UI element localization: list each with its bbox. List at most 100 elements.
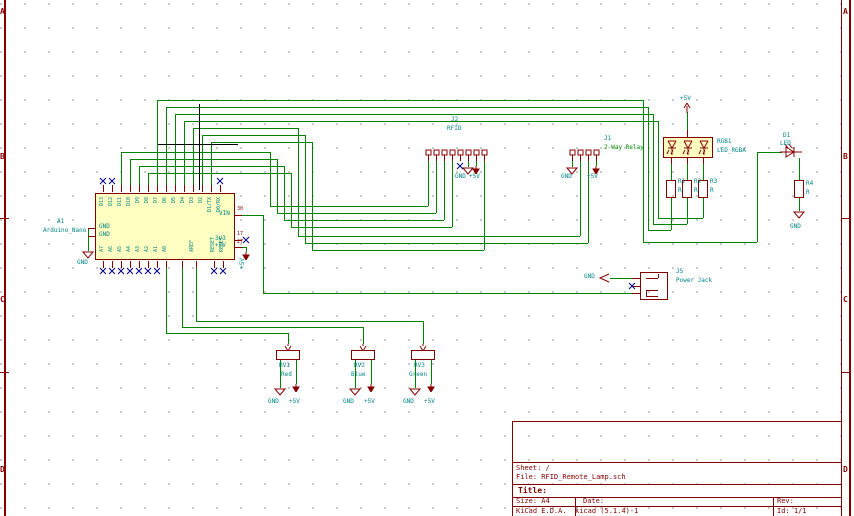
wire-segment[interactable] bbox=[305, 243, 588, 244]
j2-ref[interactable]: J2 bbox=[451, 116, 459, 123]
wire-segment[interactable] bbox=[305, 135, 306, 243]
wire-segment[interactable] bbox=[363, 327, 364, 344]
wire-segment[interactable] bbox=[572, 161, 573, 167]
component-pin[interactable] bbox=[148, 185, 149, 192]
component-pin[interactable] bbox=[88, 236, 95, 237]
pot-rv1-body[interactable] bbox=[276, 350, 300, 360]
wire-segment[interactable] bbox=[653, 224, 687, 225]
component-pin[interactable] bbox=[484, 155, 485, 161]
wire-segment[interactable] bbox=[671, 198, 672, 230]
wire-segment[interactable] bbox=[436, 161, 437, 213]
wire-segment[interactable] bbox=[196, 268, 197, 321]
wire-segment[interactable] bbox=[312, 250, 484, 251]
wire-segment[interactable] bbox=[799, 158, 800, 180]
wire-segment[interactable] bbox=[211, 142, 212, 188]
rv2-ref[interactable]: RV2 bbox=[354, 362, 365, 369]
power-label-5v[interactable]: +5V bbox=[469, 173, 480, 180]
wire-segment[interactable] bbox=[703, 198, 704, 218]
wire-segment[interactable] bbox=[148, 173, 291, 174]
component-pin[interactable] bbox=[121, 185, 122, 192]
power-label-5v[interactable]: +5V bbox=[239, 258, 246, 269]
wire-segment[interactable] bbox=[211, 142, 312, 143]
wire-segment[interactable] bbox=[415, 360, 416, 388]
component-pin[interactable] bbox=[444, 155, 445, 161]
power-label-gnd[interactable]: GND bbox=[343, 398, 354, 405]
wire-segment[interactable] bbox=[610, 278, 632, 279]
wire-segment[interactable] bbox=[166, 107, 167, 188]
arduino-nano-body[interactable] bbox=[95, 193, 235, 260]
component-pin[interactable] bbox=[130, 185, 131, 192]
pin-number[interactable]: 30 bbox=[237, 206, 244, 212]
component-pin[interactable] bbox=[157, 261, 158, 268]
wire-segment[interactable] bbox=[202, 135, 203, 188]
wire-segment[interactable] bbox=[242, 215, 263, 216]
arduino-pin-d0rx[interactable]: D0/RX bbox=[216, 197, 222, 213]
r2-ref[interactable]: R2 bbox=[694, 178, 702, 185]
graphic-line[interactable] bbox=[199, 104, 200, 190]
arduino-pin-a1[interactable]: A1 bbox=[153, 246, 159, 253]
arduino-pin-reset[interactable]: RESET bbox=[210, 237, 216, 253]
wire-segment[interactable] bbox=[444, 161, 445, 220]
wire-segment[interactable] bbox=[312, 142, 313, 250]
arduino-pin-a6[interactable]: A6 bbox=[108, 246, 114, 253]
component-pin[interactable] bbox=[687, 130, 688, 137]
component-pin[interactable] bbox=[130, 261, 131, 268]
wire-segment[interactable] bbox=[270, 206, 428, 207]
arduino-pin-vin[interactable]: VIN bbox=[219, 210, 230, 217]
j2-value[interactable]: RFID bbox=[447, 125, 462, 132]
component-pin[interactable] bbox=[139, 261, 140, 268]
wire-segment[interactable] bbox=[687, 164, 688, 180]
wire-segment[interactable] bbox=[291, 173, 292, 227]
wire-segment[interactable] bbox=[121, 152, 122, 188]
j1-value[interactable]: 2-Way Relay bbox=[604, 144, 644, 151]
r4-value[interactable]: R bbox=[806, 189, 810, 196]
arduino-pin-d7[interactable]: D7 bbox=[153, 197, 159, 204]
arduino-ref[interactable]: A1 bbox=[57, 218, 65, 225]
power-label-5v[interactable]: +5V bbox=[289, 398, 300, 405]
wire-segment[interactable] bbox=[139, 166, 140, 188]
component-pin[interactable] bbox=[196, 261, 197, 268]
j5-ref[interactable]: J5 bbox=[676, 268, 684, 275]
wire-segment[interactable] bbox=[166, 333, 288, 334]
component-pin[interactable] bbox=[184, 185, 185, 192]
arduino-pin-a0[interactable]: A0 bbox=[162, 246, 168, 253]
wire-segment[interactable] bbox=[596, 161, 597, 166]
component-pin[interactable] bbox=[235, 215, 242, 216]
arduino-pin-d6[interactable]: D6 bbox=[162, 197, 168, 204]
wire-segment[interactable] bbox=[431, 360, 432, 384]
wire-segment[interactable] bbox=[130, 159, 277, 160]
graphic-line[interactable] bbox=[158, 144, 238, 145]
wire-segment[interactable] bbox=[658, 121, 659, 218]
component-pin[interactable] bbox=[157, 185, 158, 192]
component-pin[interactable] bbox=[632, 293, 640, 294]
component-pin[interactable] bbox=[588, 155, 589, 161]
wire-segment[interactable] bbox=[371, 360, 372, 384]
rv3-value[interactable]: Green bbox=[409, 371, 428, 378]
wire-segment[interactable] bbox=[284, 166, 285, 220]
component-pin[interactable] bbox=[703, 158, 704, 164]
component-pin[interactable] bbox=[166, 261, 167, 268]
wire-segment[interactable] bbox=[643, 242, 757, 243]
component-pin[interactable] bbox=[632, 278, 640, 279]
d1-ref[interactable]: D1 bbox=[783, 132, 791, 139]
component-pin[interactable] bbox=[112, 261, 113, 268]
power-label-gnd[interactable]: GND bbox=[790, 223, 801, 230]
power-label-gnd[interactable]: GND bbox=[584, 273, 595, 280]
wire-segment[interactable] bbox=[671, 164, 672, 180]
resistor-r4-body[interactable] bbox=[794, 180, 804, 198]
component-pin[interactable] bbox=[112, 185, 113, 192]
rv2-value[interactable]: Blue bbox=[351, 371, 366, 378]
wire-segment[interactable] bbox=[157, 100, 643, 101]
arduino-pin-d10[interactable]: D10 bbox=[126, 197, 132, 207]
wire-segment[interactable] bbox=[157, 100, 158, 188]
wire-segment[interactable] bbox=[270, 152, 271, 206]
component-pin[interactable] bbox=[596, 155, 597, 161]
wire-segment[interactable] bbox=[166, 107, 648, 108]
power-label-5v[interactable]: +5V bbox=[424, 398, 435, 405]
wire-segment[interactable] bbox=[648, 107, 649, 230]
wire-segment[interactable] bbox=[284, 220, 444, 221]
component-pin[interactable] bbox=[468, 155, 469, 161]
power-label-gnd[interactable]: GND bbox=[268, 398, 279, 405]
power-label-gnd[interactable]: GND bbox=[455, 173, 466, 180]
arduino-pin-d4[interactable]: D4 bbox=[180, 197, 186, 204]
